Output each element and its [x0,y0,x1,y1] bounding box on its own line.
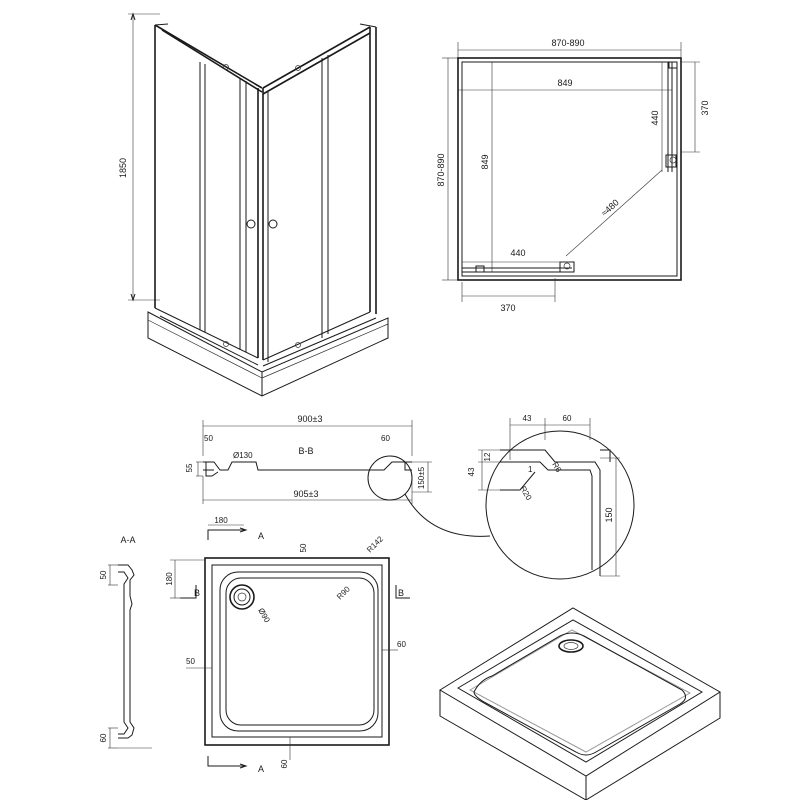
detail-43-left-label: 43 [467,467,476,476]
plan-bottom-370-label: 370 [500,303,515,313]
tray-left-rim-label: 50 [186,657,195,666]
tray-180-left-label: 180 [165,572,174,586]
bb-right-rim-label: 60 [381,434,390,443]
cabin-isometric-view: 1850 [118,12,389,397]
tray-a-top-label: A [258,531,264,541]
tray-plan-view: 180 A A B B 180 50 R142 R90 Ø90 50 60 60 [165,516,410,774]
bb-left-rim-label: 50 [204,434,213,443]
bb-width-bottom-label: 905±3 [294,489,319,499]
detail-12-label: 12 [483,452,492,461]
tray-top-rim-label: 50 [299,543,308,552]
tray-drain-label: Ø90 [256,607,272,625]
bb-width-top-label: 900±3 [298,414,323,424]
bb-depth-label: 55 [185,463,194,472]
aa-bottom-dim-label: 60 [99,733,108,742]
detail-r6-label: R6 [550,461,563,475]
tray-section-aa: A-A 50 60 [99,535,152,749]
tray-b-right-label: B [398,588,404,598]
plan-right-440-label: 440 [650,110,660,125]
tray-r142-label: R142 [365,534,385,554]
aa-top-dim-label: 50 [99,570,108,579]
cabin-height-label: 1850 [118,158,128,178]
detail-150-label: 150 [604,507,614,522]
tray-a-bottom-label: A [258,764,264,774]
tray-b-left-label: B [194,588,200,598]
detail-r20-label: R20 [518,485,533,503]
detail-60-top-label: 60 [563,414,572,423]
plan-door-diagonal-label: ≈480 [599,197,621,218]
bb-height-label: 150±5 [417,466,426,489]
tray-bottom-rim-label: 60 [280,759,289,768]
tray-section-bb: 900±3 B-B 50 60 Ø130 55 150±5 905±3 [185,414,491,537]
plan-inner-height-label: 849 [480,154,490,169]
plan-right-370-label: 370 [700,100,710,115]
rim-detail-view: 43 60 12 43 R6 R20 1 150 [467,414,635,580]
bb-title: B-B [298,446,313,456]
plan-outer-width-label: 870-890 [551,38,584,48]
detail-43-top-label: 43 [523,414,532,423]
detail-1-label: 1 [528,465,533,474]
tray-r90-label: R90 [335,584,352,601]
tray-180-top-label: 180 [214,516,228,525]
aa-title: A-A [120,535,135,545]
tray-isometric-view [439,607,721,800]
bb-drain-label: Ø130 [233,451,253,460]
plan-inner-width-label: 849 [557,78,572,88]
tray-right-rim-label: 60 [397,640,406,649]
plan-outer-height-label: 870-890 [436,153,446,186]
plan-bottom-440-label: 440 [510,248,525,258]
cabin-plan-view: 870-890 849 870-890 849 440 370 [436,38,710,313]
